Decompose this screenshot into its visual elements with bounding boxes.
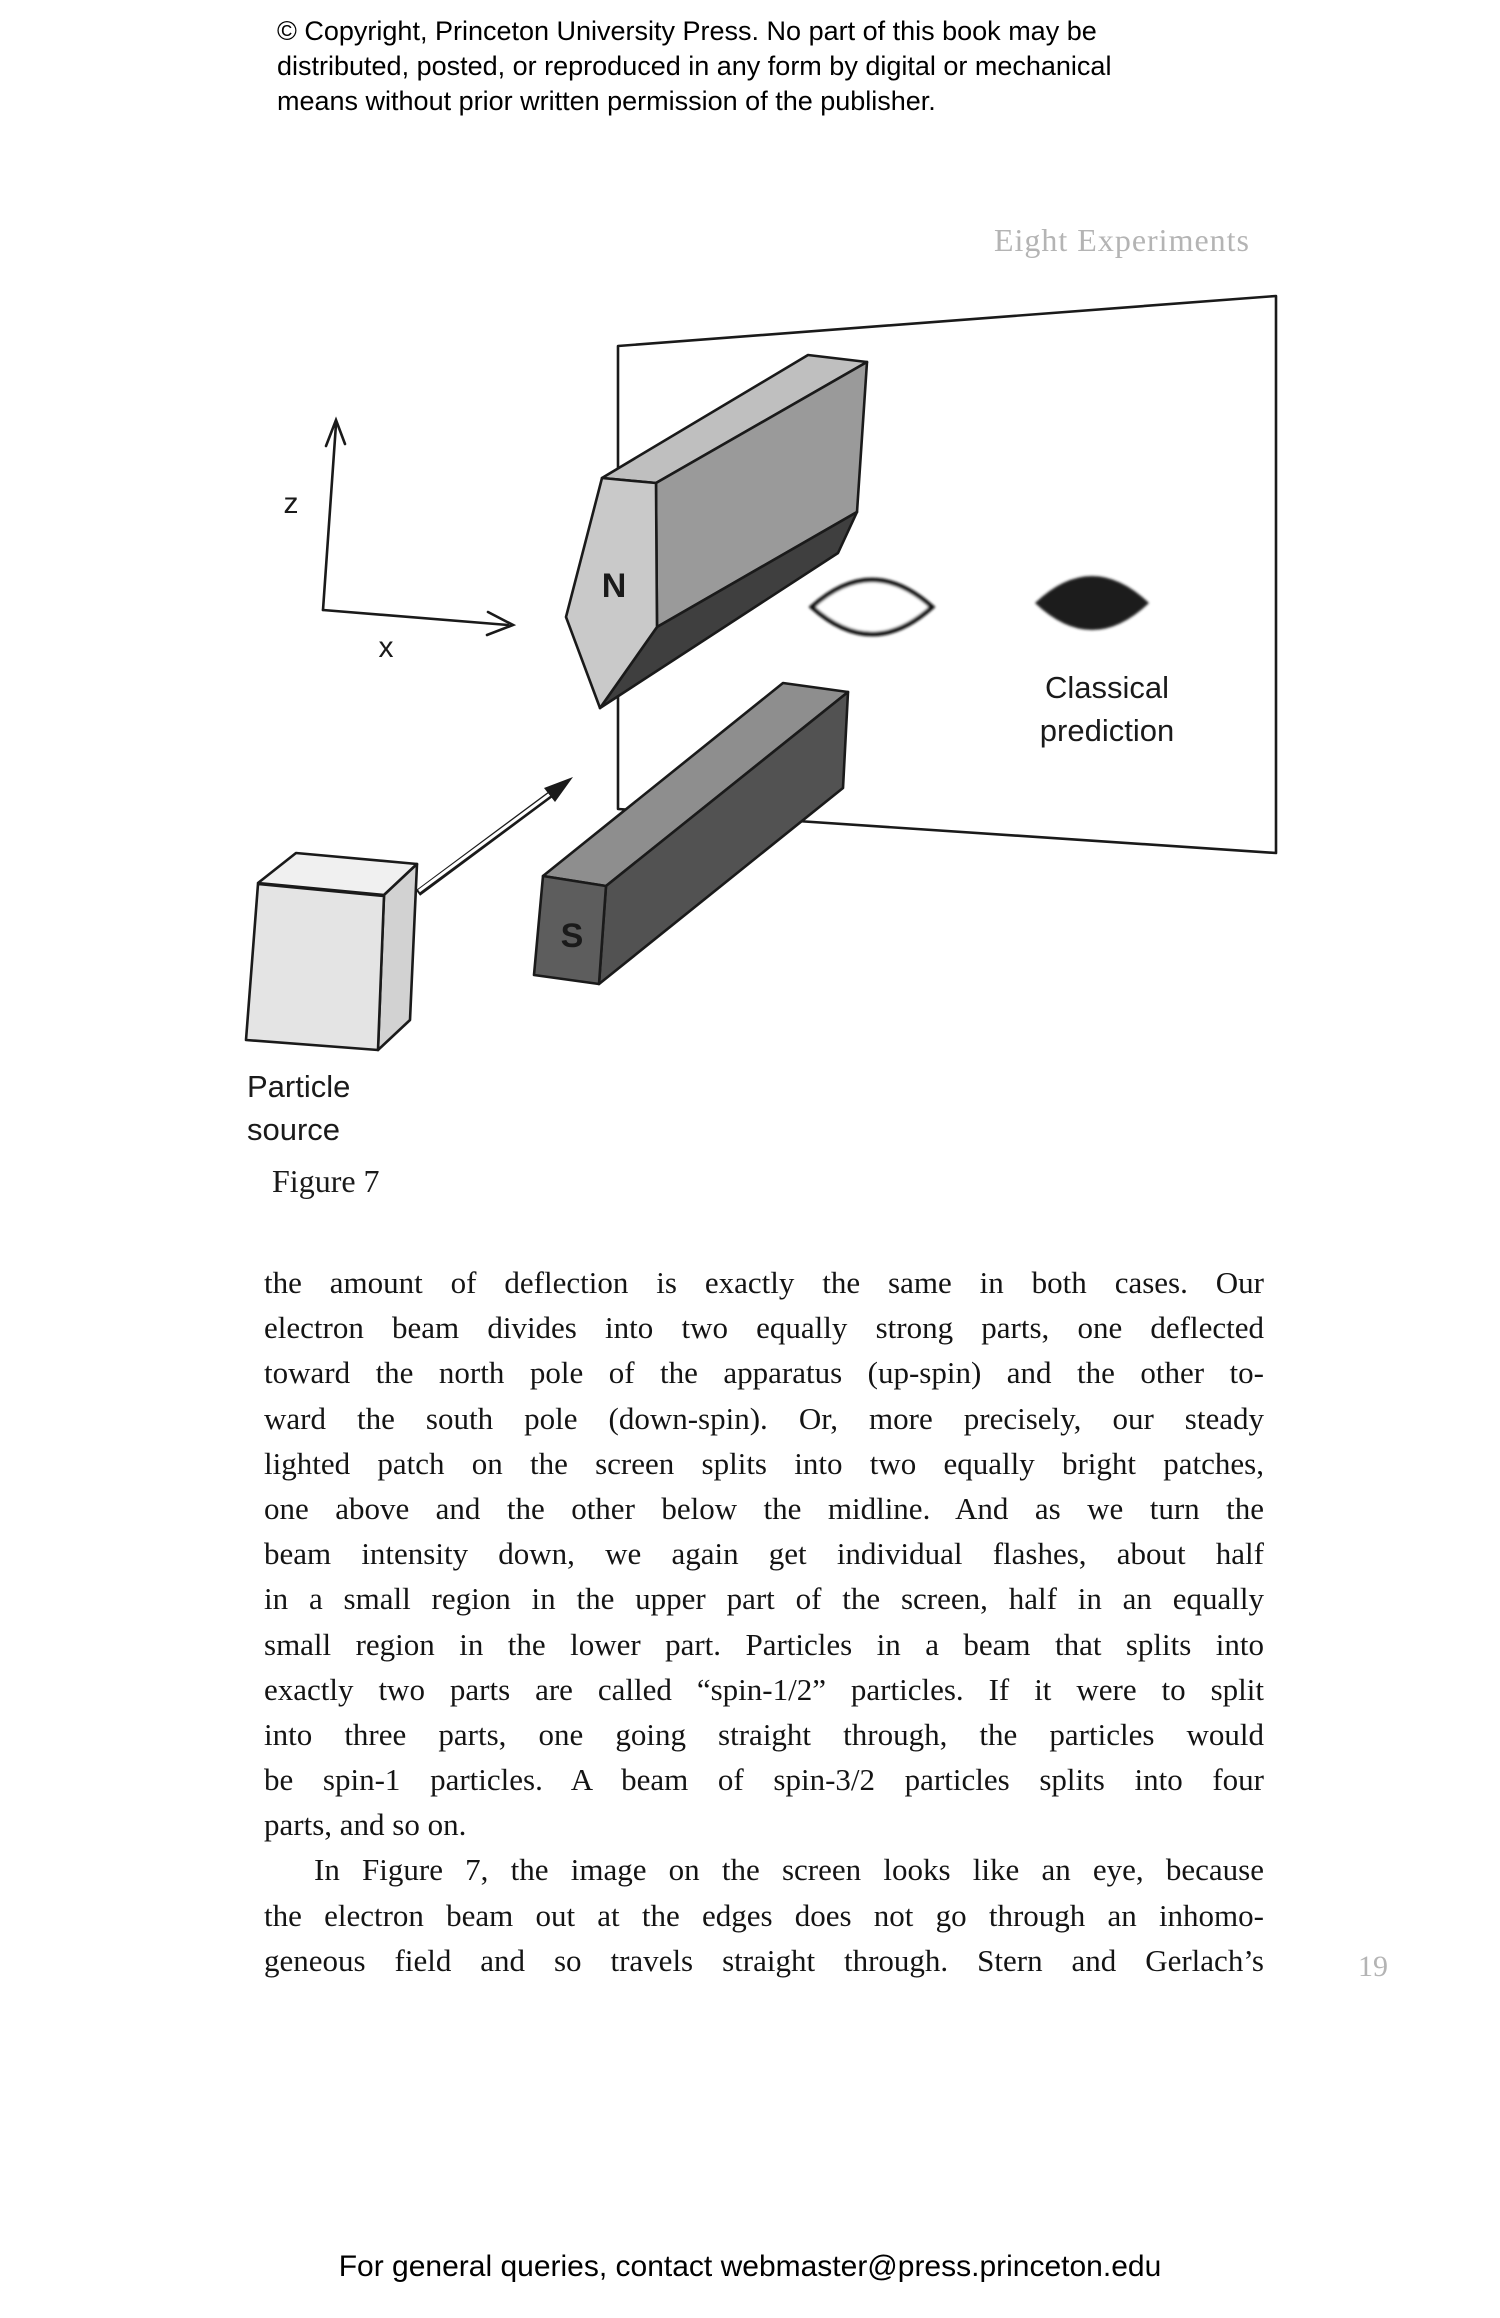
s-magnet: S <box>532 681 850 986</box>
body-text-line: toward the north pole of the apparatus (… <box>264 1355 1264 1391</box>
eye-outline-shape <box>808 577 936 637</box>
particle-source-label-line1: Particle <box>247 1069 350 1104</box>
z-axis-label: z <box>284 487 299 520</box>
running-header: Eight Experiments <box>993 222 1250 258</box>
body-text-line: into three parts, one going straight thr… <box>264 1716 1264 1752</box>
body-text-line: the amount of deflection is exactly the … <box>264 1265 1264 1300</box>
x-axis-label: x <box>379 631 394 664</box>
body-text-line: electron beam divides into two equally s… <box>264 1310 1264 1346</box>
beam-arrowhead <box>544 777 573 802</box>
classical-prediction-label-line1: Classical <box>1045 670 1169 705</box>
body-text-line: be spin-1 particles. A beam of spin-3/2 … <box>264 1762 1264 1798</box>
body-text-line: in a small region in the upper part of t… <box>264 1581 1264 1617</box>
body-text-line: parts, and so on. <box>264 1807 467 1843</box>
coordinate-axes: z x <box>284 416 517 664</box>
body-text-line: In Figure 7, the image on the screen loo… <box>314 1852 1264 1888</box>
particle-source-box <box>244 851 419 1052</box>
classical-prediction-spot <box>1035 576 1149 630</box>
body-text-line: the electron beam out at the edges does … <box>264 1897 1264 1933</box>
figure-caption: Figure 7 <box>272 1163 380 1199</box>
classical-prediction-label-line2: prediction <box>1040 713 1174 748</box>
copyright-line: © Copyright, Princeton University Press.… <box>277 16 1097 46</box>
south-pole-label: S <box>561 917 584 955</box>
n-magnet-front-face <box>564 476 659 710</box>
particle-source-label-line2: source <box>247 1112 340 1147</box>
copyright-line: distributed, posted, or reproduced in an… <box>277 51 1112 81</box>
source-front-face <box>244 882 386 1052</box>
s-magnet-front-face <box>532 874 608 986</box>
body-text-line: lighted patch on the screen splits into … <box>264 1445 1264 1481</box>
body-text-line: exactly two parts are called “spin-1/2” … <box>264 1671 1264 1707</box>
body-text-line: one above and the other below the midlin… <box>264 1490 1264 1526</box>
body-text: the amount of deflection is exactly the … <box>264 1260 1264 1983</box>
copyright-line: means without prior written permission o… <box>277 86 936 116</box>
x-axis-arrowhead-icon <box>485 610 517 637</box>
body-text-line: ward the south pole (down-spin). Or, mor… <box>264 1400 1264 1436</box>
beam-arrow <box>415 777 573 896</box>
n-magnet: N <box>564 353 869 710</box>
footer-contact: For general queries, contact webmaster@p… <box>338 2250 1162 2283</box>
x-axis-line <box>321 608 510 627</box>
north-pole-label: N <box>602 567 627 605</box>
z-axis-line <box>321 422 338 612</box>
body-text-line: small region in the lower part. Particle… <box>264 1626 1264 1662</box>
z-axis-arrowhead-icon <box>324 416 347 448</box>
body-text-line: beam intensity down, we again get indivi… <box>264 1536 1264 1572</box>
copyright-notice: © Copyright, Princeton University Press.… <box>277 14 1111 119</box>
beam-arrow-shaft-inner <box>418 792 551 893</box>
page-number: 19 <box>1358 1950 1388 1983</box>
body-text-line: geneous field and so travels straight th… <box>264 1942 1264 1978</box>
